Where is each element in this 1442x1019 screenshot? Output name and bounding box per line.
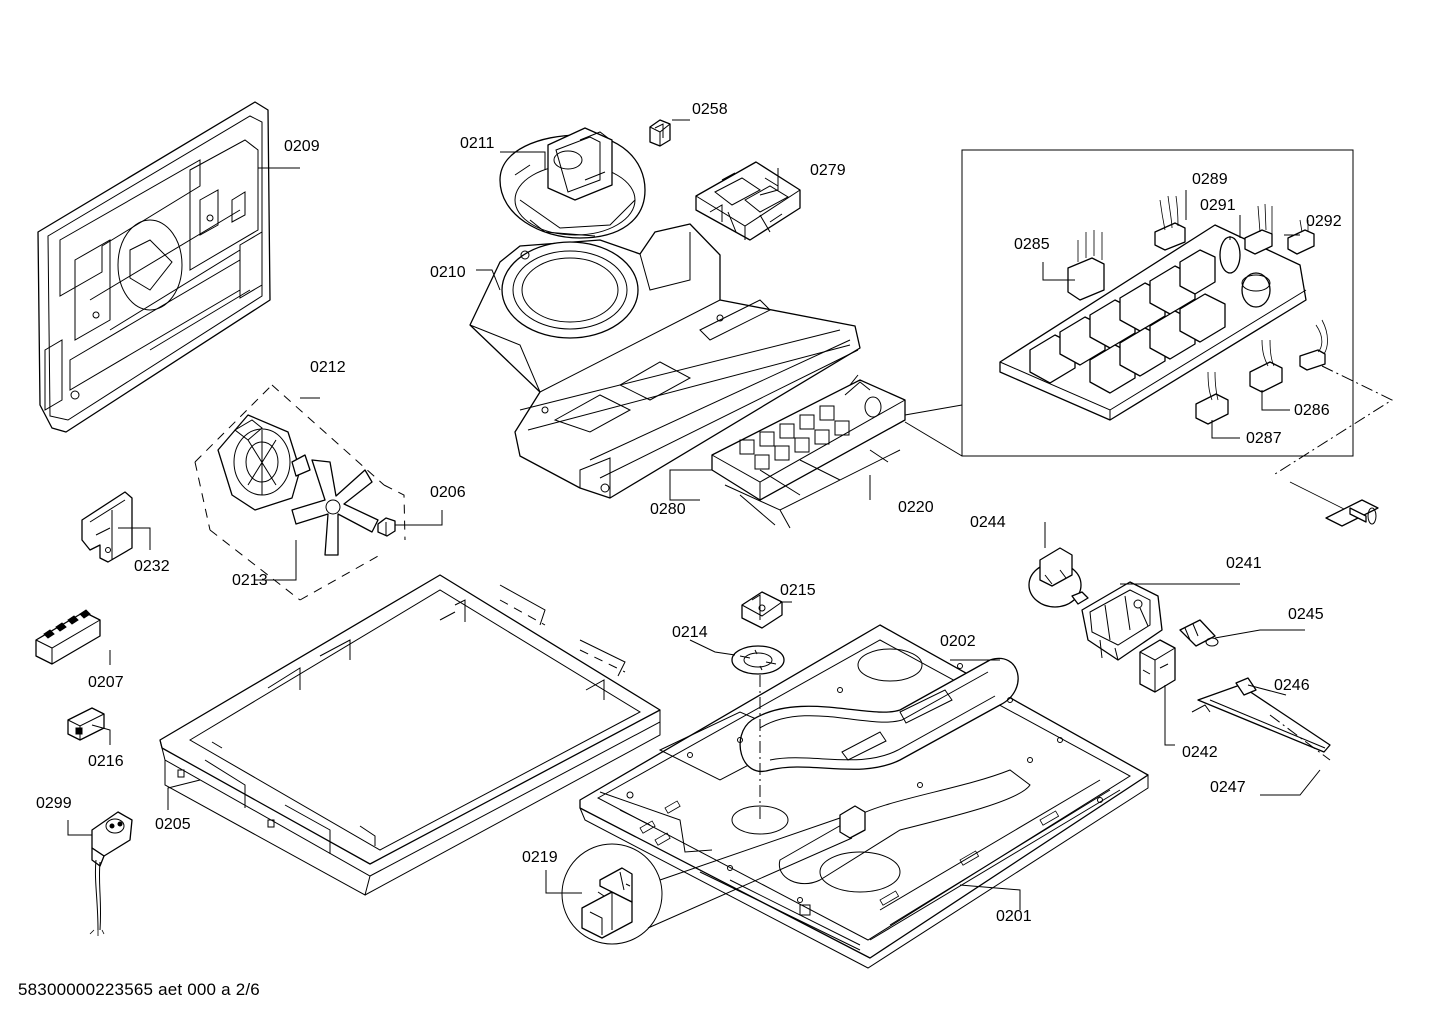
part-0280-0220-control-board (711, 374, 906, 529)
callout-0286: 0286 (1294, 402, 1330, 419)
callout-0215: 0215 (780, 582, 816, 599)
callout-0220: 0220 (898, 499, 934, 516)
part-0212-fan-assembly (194, 384, 406, 601)
callout-0246: 0246 (1274, 677, 1310, 694)
part-0279-terminal-block (695, 161, 801, 241)
callout-0205: 0205 (155, 816, 191, 833)
callout-0279: 0279 (810, 162, 846, 179)
callout-0242: 0242 (1182, 744, 1218, 761)
callout-0241: 0241 (1226, 555, 1262, 572)
callout-0209: 0209 (284, 138, 320, 155)
part-0201-0202-bottom-tray (579, 624, 1149, 969)
part-0242-relay (1139, 639, 1176, 693)
detail-inset-box (904, 149, 1394, 475)
part-0232-bracket (81, 491, 133, 563)
callout-0287: 0287 (1246, 430, 1282, 447)
part-0209-back-panel (37, 101, 271, 433)
part-0216-block (67, 707, 105, 741)
callout-0207: 0207 (88, 674, 124, 691)
part-0205-base-frame (159, 574, 661, 896)
callout-0219: 0219 (522, 849, 558, 866)
callout-0258: 0258 (692, 101, 728, 118)
callout-0216: 0216 (88, 753, 124, 770)
part-0219-detail-circle (561, 817, 853, 945)
part-0241-switch-bracket (1081, 581, 1163, 661)
callout-0212: 0212 (310, 359, 346, 376)
callout-labels: 0209 0211 0258 0279 0289 0291 0292 0285 … (36, 101, 1342, 925)
callout-0285: 0285 (1014, 236, 1050, 253)
part-0211-fan-motor (499, 127, 646, 239)
part-0244-motor (1028, 547, 1089, 608)
part-0246-0247-rod (1191, 677, 1331, 761)
callout-0247: 0247 (1210, 779, 1246, 796)
document-id: 58300000223565 aet 000 a 2/6 (18, 980, 260, 999)
part-0299-mains-plug (89, 811, 133, 936)
part-0214-gasket (731, 645, 785, 675)
callout-0299: 0299 (36, 795, 72, 812)
leader-lines (67, 119, 1321, 910)
callout-0280: 0280 (650, 501, 686, 518)
part-0210-fan-housing (469, 223, 861, 499)
part-0245-sensor (1179, 619, 1219, 647)
part-0258-clip (649, 119, 671, 147)
part-probe-sensor (1289, 481, 1379, 527)
callout-0213: 0213 (232, 572, 268, 589)
callout-0291: 0291 (1200, 197, 1236, 214)
part-0215-clip (741, 591, 783, 629)
callout-0206: 0206 (430, 484, 466, 501)
callout-0289: 0289 (1192, 171, 1228, 188)
callout-0232: 0232 (134, 558, 170, 575)
callout-0202: 0202 (940, 633, 976, 650)
callout-0245: 0245 (1288, 606, 1324, 623)
part-0207-terminal-strip (35, 609, 101, 665)
callout-0292: 0292 (1306, 213, 1342, 230)
callout-0214: 0214 (672, 624, 708, 641)
callout-0244: 0244 (970, 514, 1006, 531)
callout-0211: 0211 (460, 135, 495, 152)
callout-0210: 0210 (430, 264, 466, 281)
callout-0201: 0201 (996, 908, 1032, 925)
part-0206-nut (377, 517, 396, 537)
